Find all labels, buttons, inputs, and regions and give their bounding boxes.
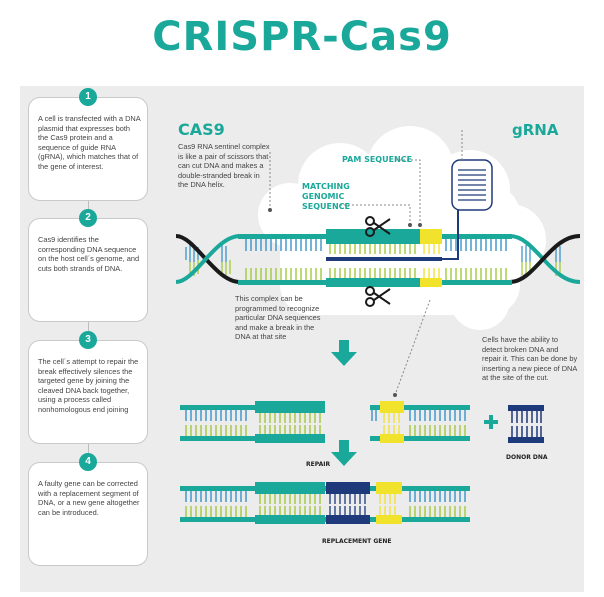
complex-description: This complex can be programmed to recogn…	[235, 294, 321, 342]
replacement-dna-segment	[180, 482, 470, 524]
step-text: The cell´s attempt to repair the break e…	[38, 357, 139, 414]
cells-repair-description: Cells have the ability to detect broken …	[482, 335, 578, 383]
down-arrow-icon	[331, 440, 357, 466]
cas9-heading: CAS9	[178, 120, 225, 139]
matching-genomic-sequence-label: MATCHING GENOMIC SEQUENCE	[302, 182, 351, 211]
step-text: A cell is transfected with a DNA plasmid…	[38, 114, 141, 171]
plus-icon	[484, 415, 498, 429]
step-number: 3	[79, 331, 97, 349]
down-arrow-icon	[331, 340, 357, 366]
repair-label: REPAIR	[306, 461, 331, 468]
grna-heading: gRNA	[512, 121, 559, 139]
top-strand-bases	[245, 239, 507, 251]
left-helix	[175, 234, 241, 284]
donor-dna-segment	[508, 405, 544, 443]
step-card-2: 2 Cas9 identifies the corresponding DNA …	[28, 209, 148, 322]
pam-sequence-label: PAM SEQUENCE	[342, 155, 413, 164]
step-number: 4	[79, 453, 97, 471]
donor-dna-label: DONOR DNA	[506, 454, 548, 461]
page-title: CRISPR-Cas9	[152, 14, 452, 60]
grna-hairpin-icon	[451, 159, 493, 211]
step-card-3: 3 The cell´s attempt to repair the break…	[28, 331, 148, 444]
cas9-description: Cas9 RNA sentinel complex is like a pair…	[178, 142, 270, 190]
step-number: 2	[79, 209, 97, 227]
step-card-4: 4 A faulty gene can be corrected with a …	[28, 453, 148, 566]
step-card-1: 1 A cell is transfected with a DNA plasm…	[28, 88, 148, 201]
replacement-gene-label: REPLACEMENT GENE	[322, 538, 392, 545]
cut-dna-segment	[370, 401, 470, 443]
repair-dna-segment	[180, 401, 325, 443]
right-helix	[509, 234, 581, 284]
scissors-icon	[365, 216, 391, 237]
scissors-icon	[365, 286, 391, 307]
step-text: A faulty gene can be corrected with a re…	[38, 479, 140, 517]
step-text: Cas9 identifies the corresponding DNA se…	[38, 235, 140, 273]
step-number: 1	[79, 88, 97, 106]
